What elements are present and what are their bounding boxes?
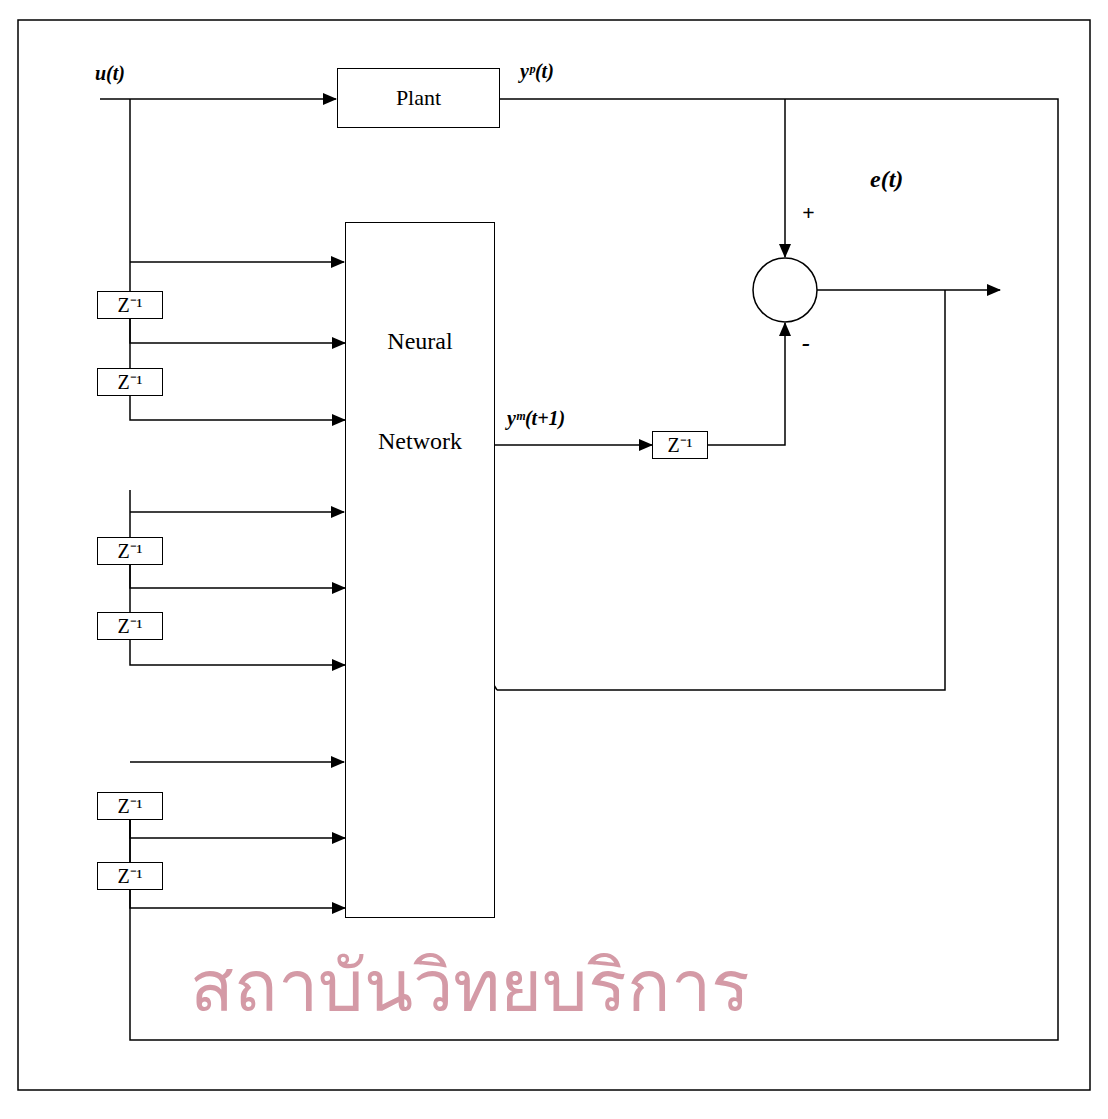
node-text: Z⁻¹ — [117, 795, 142, 817]
signal-label: yᵐ(t+1) — [507, 407, 565, 430]
connector — [130, 319, 345, 343]
summing-junction — [753, 258, 817, 322]
node-text: Z⁻¹ — [117, 294, 142, 316]
input-wire — [100, 98, 336, 100]
signal-label: u(t) — [95, 62, 125, 85]
plant-output-wire — [130, 99, 1058, 1040]
connector — [130, 396, 345, 420]
tap-wire — [130, 511, 344, 513]
sign-label: - — [802, 330, 810, 357]
delay-box: Z⁻¹ — [97, 368, 163, 396]
node-text: Z⁻¹ — [667, 434, 692, 456]
connector — [130, 890, 345, 908]
delay-line — [129, 490, 131, 537]
watermark: สถาบันวิทยบริการ — [190, 928, 750, 1043]
node-text: Z⁻¹ — [117, 371, 142, 393]
error-feedback-wire — [497, 290, 945, 690]
node-text: Neural Network — [378, 291, 462, 491]
node-text: Plant — [396, 86, 441, 110]
delay-box: Z⁻¹ — [97, 291, 163, 319]
signal-label: yᵖ(t) — [520, 60, 554, 83]
node-text: Z⁻¹ — [117, 540, 142, 562]
delay-box: Z⁻¹ — [97, 862, 163, 890]
model-output-wire — [708, 323, 785, 445]
node-text: Z⁻¹ — [117, 615, 142, 637]
delay-box: Z⁻¹ — [97, 792, 163, 820]
neural-network-box: Neural Network — [345, 222, 495, 918]
connector — [130, 565, 345, 588]
connector — [130, 820, 345, 838]
connector — [495, 444, 652, 446]
signal-label: e(t) — [870, 166, 903, 193]
tap-wire — [130, 761, 344, 763]
plant-box: Plant — [337, 68, 500, 128]
error-wire — [817, 289, 1000, 291]
delay-box: Z⁻¹ — [652, 431, 708, 459]
node-text: Z⁻¹ — [117, 865, 142, 887]
delay-box: Z⁻¹ — [97, 612, 163, 640]
frame — [18, 20, 1090, 1090]
sign-label: + — [802, 200, 815, 226]
connector — [130, 640, 345, 665]
plant-output-wire — [784, 99, 786, 257]
delay-box: Z⁻¹ — [97, 537, 163, 565]
tap-wire — [130, 261, 344, 263]
